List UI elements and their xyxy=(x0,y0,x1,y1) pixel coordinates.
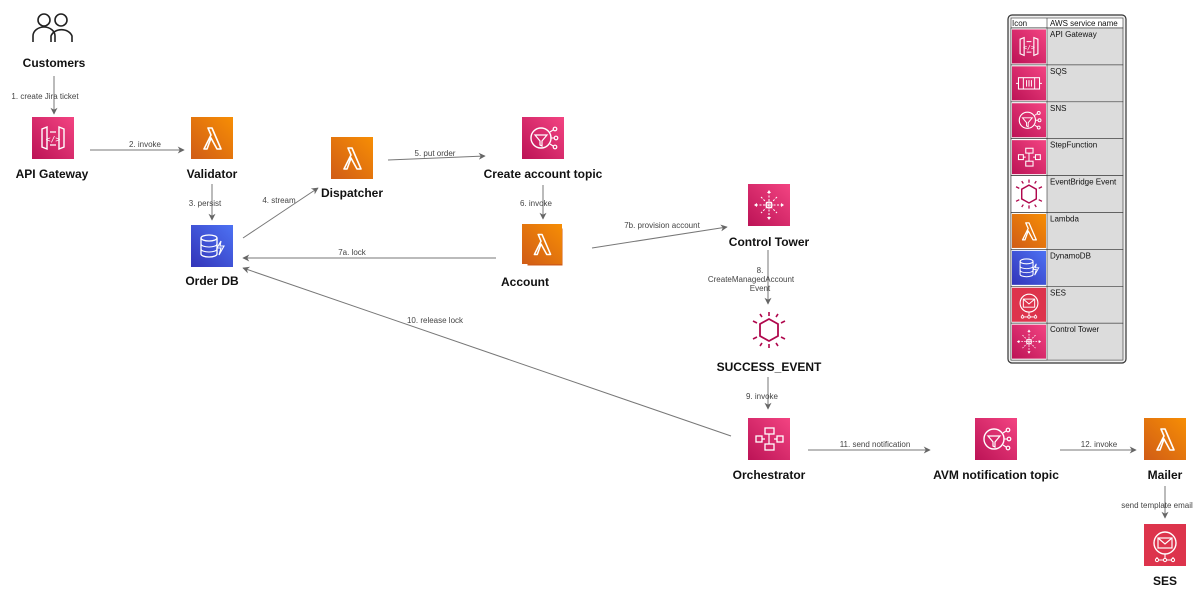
node-avm-notification-topic: AVM notification topic xyxy=(933,418,1059,482)
legend-row: SNS xyxy=(1010,101,1124,140)
node-label-ses: SES xyxy=(1153,574,1177,588)
node-label-mailer: Mailer xyxy=(1148,468,1183,482)
edge-dispatcher-to-topic xyxy=(387,152,486,161)
api-gateway-icon xyxy=(1012,29,1046,64)
edge-label-6: 6. invoke xyxy=(520,199,553,208)
edge-account-to-controltower xyxy=(591,224,728,249)
legend-row-label: Lambda xyxy=(1050,215,1079,224)
customers-icon xyxy=(32,13,73,42)
node-customers: Customers xyxy=(23,13,86,70)
edge-label-8-line2: CreateManagedAccount xyxy=(708,275,795,284)
ses-icon xyxy=(1144,524,1186,566)
ses-icon xyxy=(1012,287,1046,323)
legend-row: API Gateway xyxy=(1010,27,1124,66)
lambda-icon xyxy=(1012,213,1046,249)
node-api-gateway: API Gateway xyxy=(16,117,89,181)
node-control-tower: Control Tower xyxy=(729,184,810,249)
step-function-icon xyxy=(748,418,790,460)
legend-row-label: Control Tower xyxy=(1050,325,1100,334)
api-gateway-icon xyxy=(32,117,74,159)
node-label-api-gateway: API Gateway xyxy=(16,167,89,181)
legend-row: Lambda xyxy=(1010,212,1124,250)
edge-labels: 1. create Jira ticket 2. invoke 3. persi… xyxy=(11,92,1193,510)
sns-icon xyxy=(975,418,1017,460)
legend-row: StepFunction xyxy=(1010,138,1124,176)
step-function-icon xyxy=(1012,139,1046,175)
sqs-icon xyxy=(1012,65,1046,101)
edge-label-8-line3: Event xyxy=(750,284,771,293)
node-orchestrator: Orchestrator xyxy=(733,418,806,482)
lambda-icon xyxy=(331,137,373,179)
dynamodb-icon xyxy=(1012,250,1046,286)
edge-label-12: 12. invoke xyxy=(1081,440,1118,449)
node-label-validator: Validator xyxy=(187,167,238,181)
control-tower-icon xyxy=(1012,324,1046,360)
legend-row-label: DynamoDB xyxy=(1050,251,1091,260)
legend-row-label: StepFunction xyxy=(1050,141,1097,150)
node-label-control-tower: Control Tower xyxy=(729,235,810,249)
legend-row-label: SQS xyxy=(1050,67,1067,76)
node-validator: Validator xyxy=(187,117,238,181)
node-label-dispatcher: Dispatcher xyxy=(321,186,383,200)
node-label-customers: Customers xyxy=(23,56,86,70)
edges xyxy=(50,76,1169,519)
node-account: Account xyxy=(501,224,564,289)
legend-row: SQS xyxy=(1010,64,1124,103)
node-ses: SES xyxy=(1144,524,1186,588)
legend-header-name: AWS service name xyxy=(1050,19,1118,28)
dynamodb-icon xyxy=(191,225,233,267)
legend-row: EventBridge Event xyxy=(1010,175,1124,213)
node-label-order-db: Order DB xyxy=(185,274,239,288)
node-success-event: SUCCESS_EVENT xyxy=(717,311,822,374)
edge-orderdb-to-dispatcher xyxy=(242,187,319,239)
node-dispatcher: Dispatcher xyxy=(321,137,383,200)
edge-label-7b: 7b. provision account xyxy=(624,221,700,230)
legend-row-label: EventBridge Event xyxy=(1050,178,1117,187)
lambda-icon xyxy=(522,224,562,264)
node-label-success-event: SUCCESS_EVENT xyxy=(717,360,822,374)
control-tower-icon xyxy=(748,184,790,226)
sns-icon xyxy=(1012,102,1046,138)
sns-icon xyxy=(522,117,564,159)
legend-row: Control Tower xyxy=(1010,322,1124,361)
edge-label-5: 5. put order xyxy=(415,149,456,158)
node-mailer: Mailer xyxy=(1144,418,1186,482)
edge-label-11: 11. send notification xyxy=(840,440,911,449)
edge-label-9: 9. invoke xyxy=(746,392,779,401)
node-label-orchestrator: Orchestrator xyxy=(733,468,806,482)
legend-row: DynamoDB xyxy=(1010,249,1124,287)
eventbridge-event-icon xyxy=(752,311,786,349)
edge-label-4: 4. stream xyxy=(262,196,296,205)
node-label-create-account-topic: Create account topic xyxy=(484,167,603,181)
edge-label-1: 1. create Jira ticket xyxy=(11,92,79,101)
legend-row-label: SES xyxy=(1050,288,1066,297)
edge-label-10: 10. release lock xyxy=(407,316,464,325)
node-label-account: Account xyxy=(501,275,549,289)
node-label-avm-notification-topic: AVM notification topic xyxy=(933,468,1059,482)
edge-label-8-line1: 8. xyxy=(757,266,764,275)
edge-orchestrator-to-orderdb xyxy=(242,266,732,437)
lambda-icon xyxy=(1144,418,1186,460)
legend-row: SES xyxy=(1010,285,1124,324)
edge-label-2: 2. invoke xyxy=(129,140,162,149)
edge-label-3: 3. persist xyxy=(189,199,222,208)
edge-label-13: send template email xyxy=(1121,501,1193,510)
node-create-account-topic: Create account topic xyxy=(484,117,603,181)
legend-header-icon: Icon xyxy=(1012,19,1027,28)
node-order-db: Order DB xyxy=(185,225,239,288)
lambda-icon xyxy=(191,117,233,159)
legend-row-label: API Gateway xyxy=(1050,30,1097,39)
edge-label-7a: 7a. lock xyxy=(338,248,367,257)
legend-row-label: SNS xyxy=(1050,104,1066,113)
